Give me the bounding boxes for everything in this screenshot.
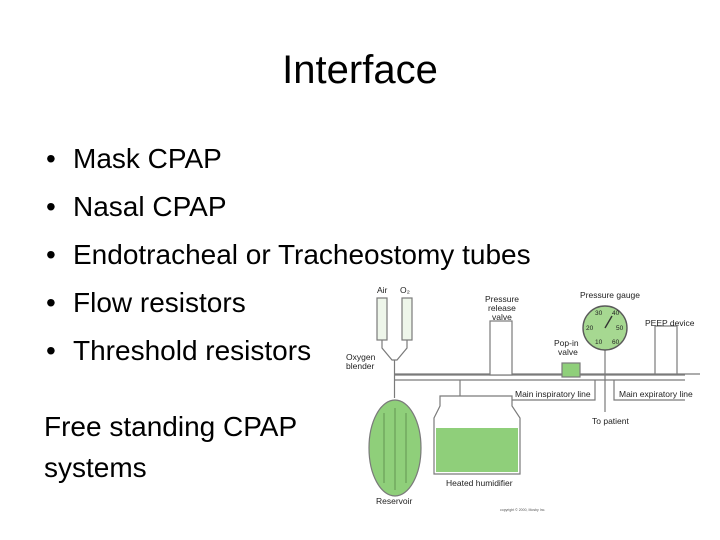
gauge-tick: 30	[595, 310, 603, 317]
bullet-dot: •	[46, 239, 56, 270]
peep-device-label: PEEP device	[645, 318, 695, 328]
svg-text:valve: valve	[558, 347, 578, 357]
svg-text:blender: blender	[346, 361, 375, 371]
slide-title: Interface	[282, 48, 438, 92]
air-flowmeter	[376, 297, 388, 341]
inspiratory-line-label: Main inspiratory line	[515, 389, 591, 399]
humidifier-label: Heated humidifier	[446, 478, 513, 488]
bullet-dot: •	[46, 335, 56, 366]
bullet-item: • Mask CPAP	[46, 135, 531, 183]
popin-valve	[561, 362, 581, 378]
paragraph-line-1: Free standing CPAP	[44, 411, 298, 442]
bullet-text: Mask CPAP	[73, 143, 222, 174]
gauge-tick: 50	[616, 325, 624, 332]
gauge-tick: 20	[586, 325, 594, 332]
peep-device	[654, 325, 678, 375]
gauge-tick: 10	[595, 339, 603, 346]
pressure-gauge-label: Pressure gauge	[580, 290, 640, 300]
gauge-tick: 60	[612, 339, 620, 346]
pressure-release-label: Pressure	[485, 294, 519, 304]
svg-text:release: release	[488, 303, 516, 313]
bullet-dot: •	[46, 143, 56, 174]
reservoir-label: Reservoir	[376, 496, 413, 506]
o2-label: O₂	[400, 285, 410, 295]
paragraph-line-2: systems	[44, 452, 147, 483]
svg-text:valve: valve	[492, 312, 512, 322]
bullet-text: Nasal CPAP	[73, 191, 227, 222]
to-patient-label: To patient	[592, 416, 629, 426]
bullet-dot: •	[46, 191, 56, 222]
bullet-item: • Endotracheal or Tracheostomy tubes	[46, 231, 531, 279]
main-expiratory-line	[613, 380, 685, 401]
cpap-system-diagram: 30 40 20 50 10 60 Air O₂ Pressure releas…	[346, 285, 700, 512]
free-standing-paragraph: Free standing CPAP systems	[44, 406, 364, 488]
blender-connector	[381, 340, 408, 361]
bullet-text: Flow resistors	[73, 287, 246, 318]
gauge-tick: 40	[612, 310, 620, 317]
pressure-gauge: 30 40 20 50 10 60	[582, 305, 628, 351]
bullet-text: Endotracheal or Tracheostomy tubes	[73, 239, 531, 270]
air-label: Air	[377, 285, 388, 295]
expiratory-line-label: Main expiratory line	[619, 389, 693, 399]
bullet-item: • Nasal CPAP	[46, 183, 531, 231]
bullet-item: • Flow resistors	[46, 279, 531, 327]
pressure-release-valve	[489, 320, 513, 376]
o2-flowmeter	[401, 297, 413, 341]
bullet-dot: •	[46, 287, 56, 318]
bullet-text: Threshold resistors	[73, 335, 312, 366]
main-inspiratory-line	[512, 380, 596, 401]
popin-valve-label: Pop-in	[554, 338, 579, 348]
bullet-item: • Threshold resistors	[46, 327, 531, 375]
oxygen-blender-label: Oxygen	[346, 352, 376, 362]
bullet-list: • Mask CPAP • Nasal CPAP • Endotracheal or …	[46, 135, 531, 375]
copyright-text: copyright © 2000, Mosby Inc.	[500, 508, 545, 512]
